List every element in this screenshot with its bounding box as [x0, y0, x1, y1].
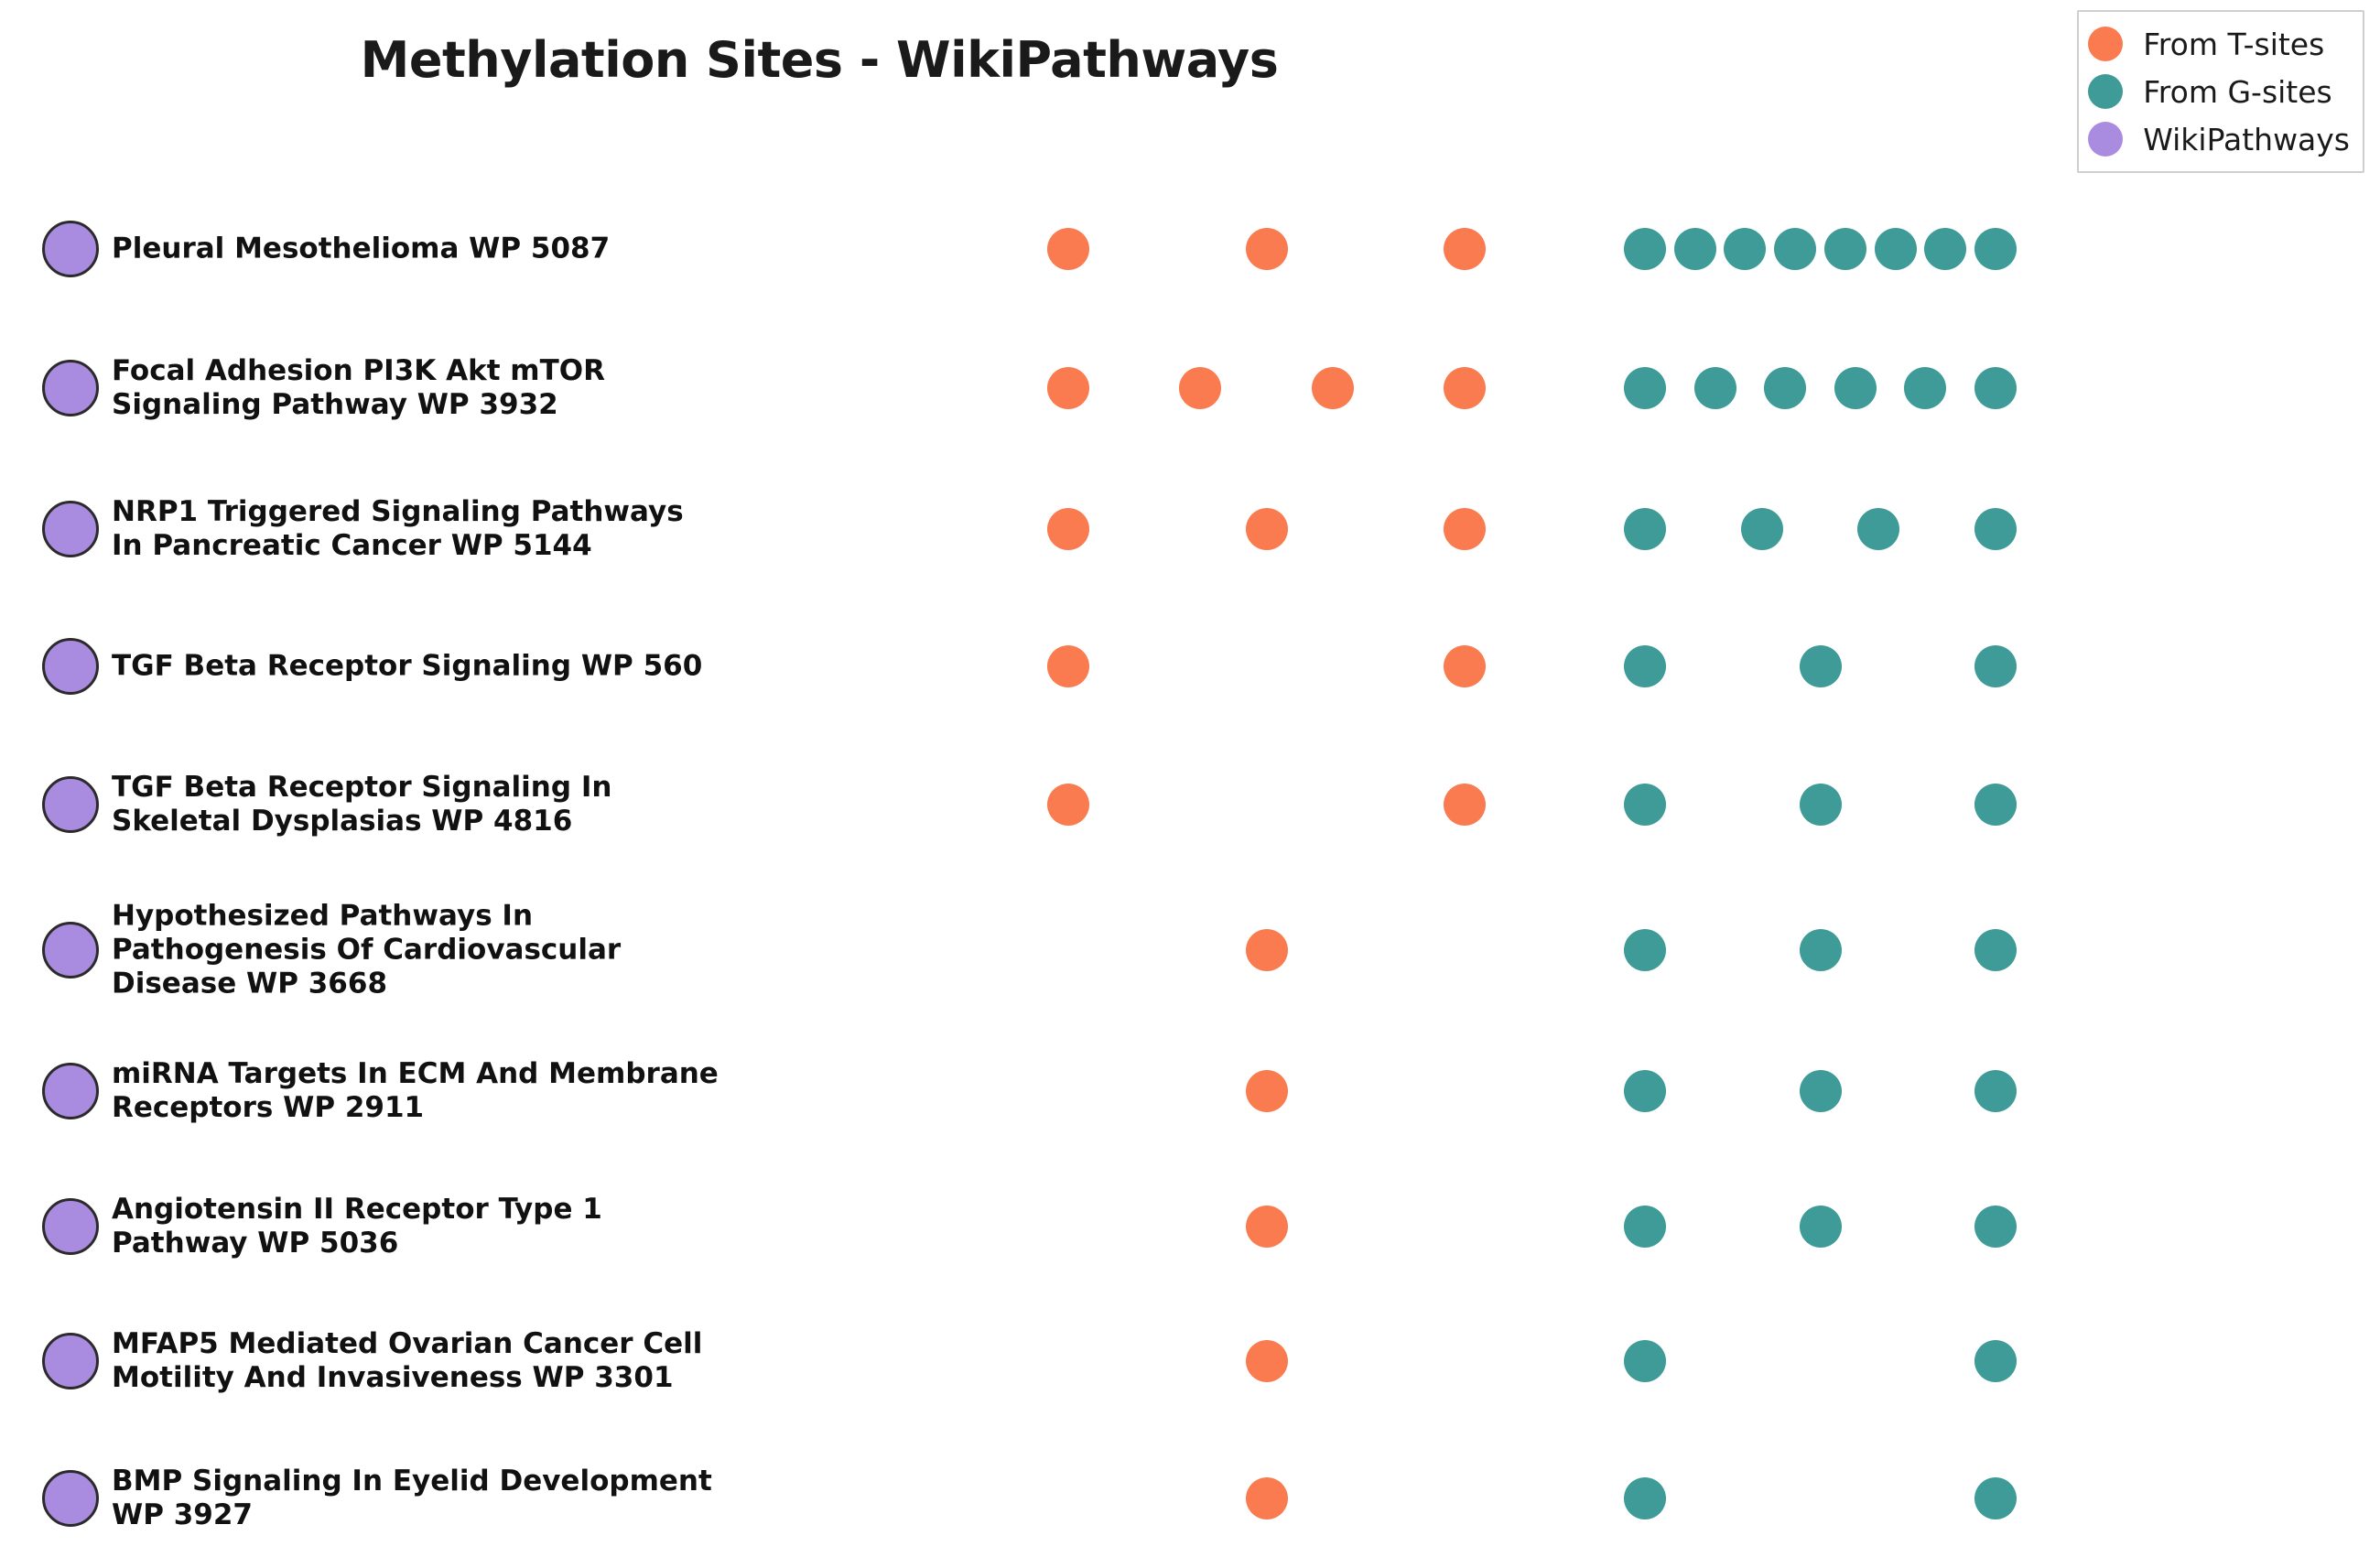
g-site-dot[interactable] [1740, 508, 1783, 550]
g-site-dot[interactable] [1799, 645, 1842, 687]
t-site-dot[interactable] [1245, 228, 1288, 270]
wikipathway-node-icon[interactable] [42, 1063, 99, 1119]
g-site-dot[interactable] [1974, 228, 2017, 270]
t-site-dot[interactable] [1047, 784, 1089, 826]
g-site-dot[interactable] [1799, 1070, 1842, 1112]
pathway-label: Pleural Mesothelioma WP 5087 [112, 232, 611, 265]
g-site-dot[interactable] [1799, 1206, 1842, 1248]
t-site-dot[interactable] [1047, 645, 1089, 687]
pathway-label: BMP Signaling In Eyelid Development WP 3… [112, 1465, 712, 1531]
t-site-dot[interactable] [1245, 1477, 1288, 1519]
legend-item[interactable]: From T-sites [2088, 20, 2350, 68]
g-site-dot[interactable] [1834, 367, 1877, 409]
g-site-dot[interactable] [1624, 367, 1666, 409]
t-site-dot[interactable] [1444, 784, 1486, 826]
g-site-dot[interactable] [1764, 367, 1807, 409]
legend-marker-circle-icon [2088, 122, 2124, 157]
legend-marker-circle-icon [2088, 27, 2124, 61]
t-site-dot[interactable] [1444, 228, 1486, 270]
g-site-dot[interactable] [1624, 1070, 1666, 1112]
pathway-label: miRNA Targets In ECM And Membrane Recept… [112, 1057, 719, 1124]
wikipathway-node-icon[interactable] [42, 1198, 99, 1255]
g-site-dot[interactable] [1693, 367, 1736, 409]
pathway-label: TGF Beta Receptor Signaling WP 560 [112, 649, 703, 683]
wikipathway-node-icon[interactable] [42, 501, 99, 557]
g-site-dot[interactable] [1974, 367, 2017, 409]
wikipathway-node-icon[interactable] [42, 360, 99, 416]
g-site-dot[interactable] [1624, 1206, 1666, 1248]
t-site-dot[interactable] [1444, 645, 1486, 687]
pathway-label: MFAP5 Mediated Ovarian Cancer Cell Motil… [112, 1327, 703, 1394]
legend-item[interactable]: From G-sites [2088, 68, 2350, 115]
wikipathway-node-icon[interactable] [42, 922, 99, 979]
t-site-dot[interactable] [1047, 508, 1089, 550]
g-site-dot[interactable] [1974, 508, 2017, 550]
g-site-dot[interactable] [1904, 367, 1947, 409]
legend-marker-circle-icon [2088, 74, 2124, 109]
g-site-dot[interactable] [1974, 1340, 2017, 1382]
g-site-dot[interactable] [1724, 228, 1767, 270]
legend-item[interactable]: WikiPathways [2088, 115, 2350, 163]
g-site-dot[interactable] [1624, 1340, 1666, 1382]
g-site-dot[interactable] [1974, 1206, 2017, 1248]
page-title: Methylation Sites - WikiPathways [360, 31, 1279, 89]
g-site-dot[interactable] [1624, 1477, 1666, 1519]
pathway-label: TGF Beta Receptor Signaling In Skeletal … [112, 771, 612, 838]
g-site-dot[interactable] [1874, 228, 1917, 270]
t-site-dot[interactable] [1179, 367, 1222, 409]
g-site-dot[interactable] [1624, 645, 1666, 687]
g-site-dot[interactable] [1974, 784, 2017, 826]
g-site-dot[interactable] [1974, 645, 2017, 687]
t-site-dot[interactable] [1047, 367, 1089, 409]
legend-item-label: WikiPathways [2143, 121, 2350, 157]
t-site-dot[interactable] [1245, 508, 1288, 550]
wikipathway-node-icon[interactable] [42, 1333, 99, 1389]
t-site-dot[interactable] [1444, 508, 1486, 550]
t-site-dot[interactable] [1245, 1340, 1288, 1382]
legend-item-label: From G-sites [2143, 73, 2332, 110]
t-site-dot[interactable] [1311, 367, 1354, 409]
g-site-dot[interactable] [1974, 929, 2017, 971]
g-site-dot[interactable] [1673, 228, 1716, 270]
t-site-dot[interactable] [1245, 929, 1288, 971]
g-site-dot[interactable] [1624, 228, 1666, 270]
g-site-dot[interactable] [1799, 929, 1842, 971]
g-site-dot[interactable] [1624, 508, 1666, 550]
legend-item-label: From T-sites [2143, 26, 2325, 62]
wikipathway-node-icon[interactable] [42, 638, 99, 695]
t-site-dot[interactable] [1047, 228, 1089, 270]
wikipathway-node-icon[interactable] [42, 776, 99, 833]
g-site-dot[interactable] [1624, 784, 1666, 826]
t-site-dot[interactable] [1245, 1070, 1288, 1112]
g-site-dot[interactable] [1924, 228, 1967, 270]
g-site-dot[interactable] [1823, 228, 1866, 270]
pathway-label: Angiotensin II Receptor Type 1 Pathway W… [112, 1193, 602, 1260]
g-site-dot[interactable] [1974, 1070, 2017, 1112]
t-site-dot[interactable] [1444, 367, 1486, 409]
g-site-dot[interactable] [1974, 1477, 2017, 1519]
wikipathway-node-icon[interactable] [42, 1470, 99, 1527]
g-site-dot[interactable] [1799, 784, 1842, 826]
wikipathway-node-icon[interactable] [42, 221, 99, 277]
pathway-label: Hypothesized Pathways In Pathogenesis Of… [112, 899, 622, 1000]
g-site-dot[interactable] [1624, 929, 1666, 971]
pathway-label: NRP1 Triggered Signaling Pathways In Pan… [112, 495, 684, 562]
g-site-dot[interactable] [1857, 508, 1900, 550]
t-site-dot[interactable] [1245, 1206, 1288, 1248]
g-site-dot[interactable] [1774, 228, 1817, 270]
pathway-label: Focal Adhesion PI3K Akt mTOR Signaling P… [112, 354, 605, 421]
